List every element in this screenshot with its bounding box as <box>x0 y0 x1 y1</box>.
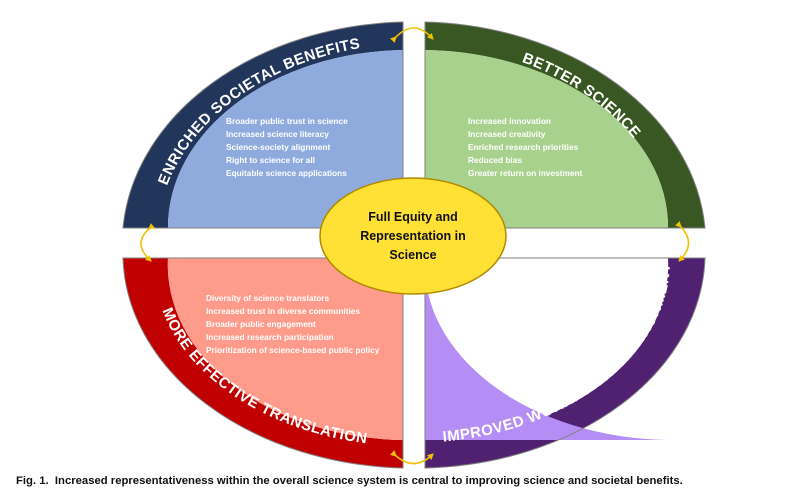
equity-diagram: ENRICHED SOCIETAL BENEFITS BETTER SCIENC… <box>122 21 706 469</box>
items-top-right: Increased innovation Increased creativit… <box>468 116 583 178</box>
list-item: Less skewed power dynamics <box>472 319 591 329</box>
list-item: Broader public engagement <box>206 319 316 329</box>
ring-top-left <box>123 22 403 228</box>
quadrant-bottom-right <box>424 258 668 440</box>
quadrant-top-left <box>167 50 403 228</box>
list-item: Diversity of science translators <box>206 293 330 303</box>
list-item: Broader public trust in science <box>226 116 348 126</box>
center-title-line: Representation in <box>360 229 466 243</box>
list-item: Greater return on investment <box>468 168 583 178</box>
list-item: Increased morale <box>472 332 541 342</box>
arrow-right <box>675 221 690 262</box>
center-ellipse <box>319 177 507 295</box>
items-bottom-left: Diversity of science translators Increas… <box>206 293 380 355</box>
center-title-line: Full Equity and <box>368 210 458 224</box>
arrow-bottom <box>390 450 434 465</box>
list-item: Reduced bias <box>468 155 522 165</box>
arrow-top <box>390 27 434 43</box>
list-item: Increased trust in diverse communities <box>206 306 360 316</box>
caption-text: Increased representativeness within the … <box>54 475 683 487</box>
list-item: Increased science literacy <box>226 129 329 139</box>
list-item: Increased creativity <box>468 129 546 139</box>
list-item: Science-society alignment <box>226 142 330 152</box>
quadrant-top-right <box>425 50 669 228</box>
center-title-line: Science <box>389 248 436 262</box>
arrows <box>140 27 690 465</box>
list-item: Enriched research priorities <box>468 142 579 152</box>
list-item: Prioritization of science-based public p… <box>206 345 380 355</box>
items-bottom-right: Increased accountability Harassment redu… <box>472 293 591 355</box>
list-item: Increased innovation <box>468 116 551 126</box>
caption-prefix: Fig. 1. <box>16 475 49 487</box>
arrow-left <box>140 223 155 262</box>
list-item: Equitable science applications <box>226 168 347 178</box>
list-item: Harassment reduction <box>472 306 560 316</box>
ring-top-right <box>425 22 705 228</box>
quadrant-bottom-left <box>167 258 403 440</box>
figure-caption: Fig. 1. Increased representativeness wit… <box>16 475 786 487</box>
list-item: Increased accountability <box>472 293 569 303</box>
list-item: Greater productivity <box>472 345 552 355</box>
list-item: Increased research participation <box>206 332 334 342</box>
list-item: Right to science for all <box>226 155 315 165</box>
ring-bottom-left <box>123 258 403 468</box>
items-top-left: Broader public trust in science Increase… <box>226 116 348 178</box>
